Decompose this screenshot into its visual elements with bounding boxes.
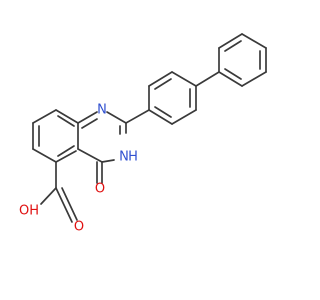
bond-c2-ar1: [125, 109, 150, 124]
bond-c8a-n1: [77, 111, 98, 124]
bond-c5-c6: [32, 148, 57, 163]
bond-ar1-b: [148, 71, 173, 87]
bond-n3-c4: [101, 159, 115, 163]
atom-n3-h: H: [128, 150, 138, 165]
bond-ar2-e: [241, 71, 267, 87]
bonds: [32, 33, 267, 223]
atom-o-acid: O: [74, 220, 84, 235]
bond-c8-c8a-inner: [57, 115, 75, 127]
bond-c8-c8a: [55, 109, 79, 124]
bond-n1-c2: [106, 111, 127, 124]
chemical-structure: N H N O O OH: [19, 33, 267, 235]
bond-ar2-f: [218, 71, 243, 87]
bond-ar2-f-inner: [224, 68, 242, 80]
atom-n3: N: [119, 150, 129, 165]
atom-o-carbonyl: O: [95, 182, 105, 197]
bond-ar1-c: [171, 71, 197, 87]
bond-ar2-b-inner: [224, 40, 242, 52]
atom-n1: N: [97, 103, 107, 118]
bond-c7-c8: [32, 109, 57, 124]
bond-ar1-f-inner: [154, 106, 172, 118]
bond-ar1-b-inner: [154, 78, 172, 90]
bond-c4a-c5-inner: [57, 145, 75, 157]
bond-c4a-c5: [55, 150, 77, 163]
atom-oh-acid: OH: [19, 204, 39, 219]
bond-cooh-o-double: [55, 187, 73, 223]
bond-c4-c4a: [77, 148, 103, 163]
bond-cooh-o-double-2: [61, 187, 78, 221]
atom-labels: N H N O O OH: [19, 103, 138, 235]
bond-ar2-b: [218, 33, 243, 49]
bond-ar1-e: [171, 109, 197, 125]
bond-ar1-ar2: [195, 71, 220, 87]
bond-ar2-c: [241, 33, 267, 49]
bond-c8a-n1-inner: [81, 118, 98, 129]
bond-ar1-f: [148, 109, 173, 125]
bond-cooh-oh: [40, 187, 57, 205]
